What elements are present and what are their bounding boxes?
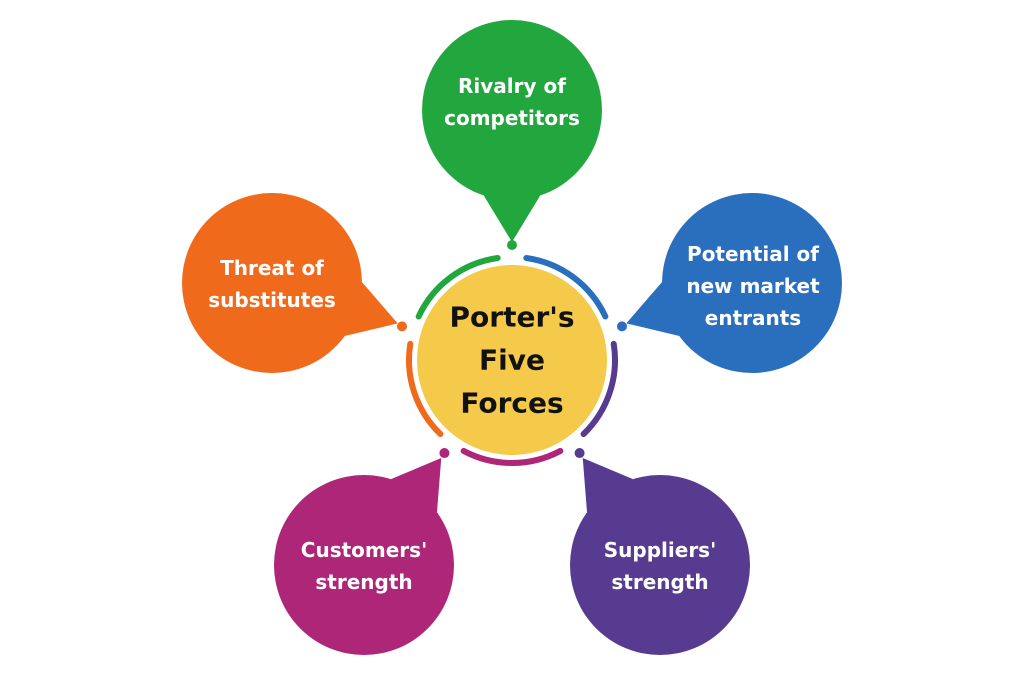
label-line: Rivalry of — [458, 74, 566, 98]
bubble-tail — [483, 195, 541, 242]
connector-dot — [507, 240, 517, 250]
label-line: Threat of — [220, 256, 324, 280]
label-line: Customers' — [300, 538, 428, 562]
label-line: competitors — [444, 106, 580, 130]
center-line: Forces — [460, 386, 564, 420]
label-suppliers: Suppliers' strength — [575, 534, 745, 598]
label-line: strength — [611, 570, 709, 594]
label-line: entrants — [704, 306, 802, 330]
bubble-tail — [582, 457, 633, 513]
bubble-suppliers — [570, 475, 750, 655]
connector-dot — [616, 321, 627, 332]
label-rivalry: Rivalry of competitors — [427, 70, 597, 134]
bubble-new-entrants — [662, 193, 842, 373]
center-line: Five — [479, 343, 545, 377]
label-customers: Customers' strength — [279, 534, 449, 598]
ring-arc — [460, 447, 564, 466]
bubble-tail — [391, 457, 442, 513]
center-circle — [417, 265, 607, 455]
label-new-entrants: Potential of new market entrants — [668, 238, 838, 334]
connector-dot — [439, 448, 450, 459]
connector-dot — [397, 321, 408, 332]
ring-arc — [580, 340, 618, 438]
ring-arc — [523, 255, 609, 320]
bubble-substitutes — [182, 193, 362, 373]
label-line: Potential of — [687, 242, 819, 266]
center-line: Porter's — [449, 300, 575, 334]
center-title: Porter's Five Forces — [450, 296, 575, 425]
label-line: Suppliers' — [603, 538, 717, 562]
label-line: new market — [686, 274, 820, 298]
bubble-rivalry — [422, 20, 602, 200]
connector-dot — [574, 448, 585, 459]
bubble-customers — [274, 475, 454, 655]
ring-arc — [406, 340, 444, 438]
label-substitutes: Threat of substitutes — [187, 252, 357, 316]
label-line: strength — [315, 570, 413, 594]
label-line: substitutes — [208, 288, 336, 312]
ring-arc — [415, 255, 501, 320]
